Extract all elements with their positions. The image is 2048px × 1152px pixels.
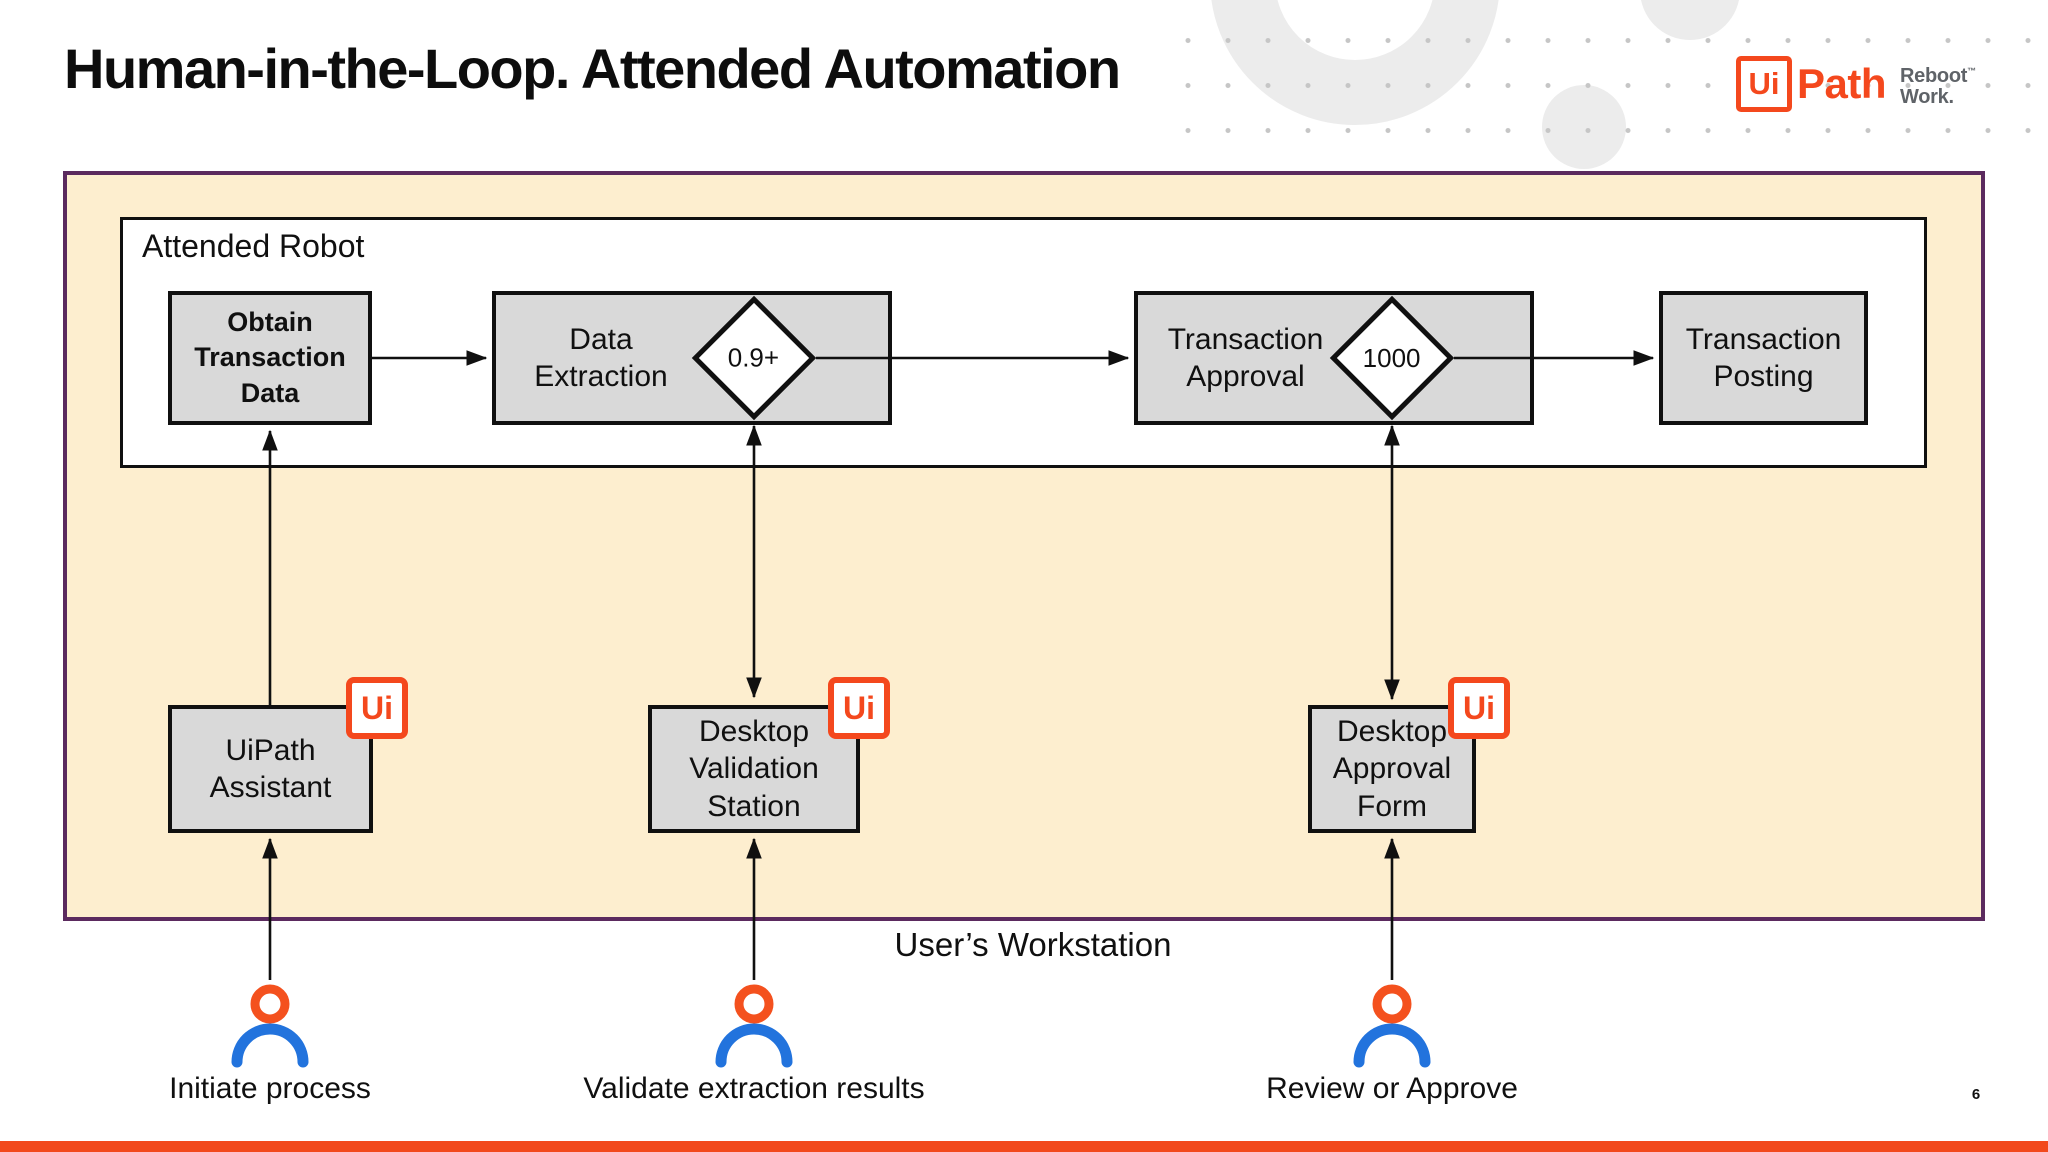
uipath-logo-wordmark: Path [1797, 60, 1887, 107]
step-transaction-approval: Transaction Approval [1134, 291, 1534, 425]
actor-label-validate: Validate extraction results [583, 1072, 925, 1105]
step-label: Transaction Approval [1167, 322, 1324, 394]
users-workstation-label: User’s Workstation [894, 926, 1172, 963]
step-label: Data Extraction [534, 322, 668, 394]
step-label: Obtain Transaction Data [194, 307, 346, 408]
diamond-value: 0.9+ [728, 342, 780, 373]
user-icon [231, 984, 309, 1068]
app-desktop-validation-station: Desktop Validation Station [648, 705, 860, 833]
diamond-value: 1000 [1363, 342, 1421, 373]
step-obtain-transaction-data: Obtain Transaction Data [168, 291, 372, 425]
app-label: UiPath Assistant [209, 733, 332, 805]
app-label: Desktop Validation Station [689, 714, 819, 823]
ui-badge-icon: Ui [1448, 677, 1510, 739]
slide-title: Human-in-the-Loop. Attended Automation [64, 37, 1121, 100]
uipath-tagline: Reboot™ Work. [1900, 61, 1976, 108]
app-label: Desktop Approval Form [1332, 714, 1452, 823]
uipath-logo: Ui Path Reboot™ Work. [1736, 56, 1976, 112]
tagline-top: Reboot [1900, 64, 1968, 87]
footer-accent-bar [0, 1141, 2048, 1152]
attended-robot-label: Attended Robot [142, 228, 365, 264]
app-uipath-assistant: UiPath Assistant [168, 705, 373, 833]
ui-badge-icon: Ui [346, 677, 408, 739]
uipath-logo-icon: Ui [1736, 56, 1792, 112]
step-transaction-posting: Transaction Posting [1659, 291, 1868, 425]
trademark-symbol: ™ [1967, 65, 1976, 76]
step-label: Transaction Posting [1685, 322, 1842, 394]
actor-label-initiate: Initiate process [169, 1072, 371, 1105]
tagline-bottom: Work. [1900, 85, 1954, 108]
user-icon [715, 984, 793, 1068]
app-desktop-approval-form: Desktop Approval Form [1308, 705, 1476, 833]
actor-label-review: Review or Approve [1266, 1072, 1518, 1105]
user-icon [1353, 984, 1431, 1068]
attended-robot-panel [120, 217, 1927, 468]
page-number: 6 [1971, 1086, 1981, 1103]
ui-badge-icon: Ui [828, 677, 890, 739]
decorative-dot-grid [1168, 18, 2044, 153]
